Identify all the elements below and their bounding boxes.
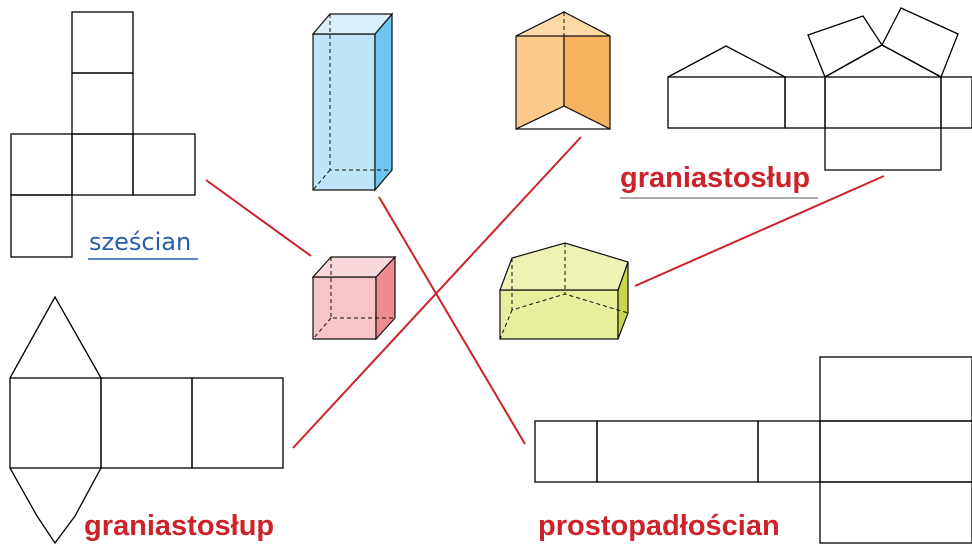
triangular-prism-solid: [515, 11, 611, 130]
match-line-cuboid: [378, 196, 526, 445]
cube-net: [10, 11, 196, 258]
pentagonal-prism-solid: [499, 242, 629, 340]
match-line-triangular-prism: [292, 136, 582, 449]
match-line-cube: [205, 179, 312, 257]
triangular-prism-label: graniastosłup: [84, 510, 275, 542]
matching-lines: [205, 136, 885, 449]
match-line-pentagonal-prism: [634, 175, 885, 287]
pentagonal-prism-label: graniastosłup: [620, 162, 811, 194]
tall-cuboid-solid: [311, 12, 394, 192]
pentagonal-prism-net: [667, 7, 972, 171]
cuboid-net: [534, 356, 972, 544]
cube-solid: [311, 255, 397, 341]
triangular-prism-net: [9, 295, 284, 545]
cube-label: sześcian: [89, 228, 192, 256]
cuboid-label: prostopadłościan: [538, 510, 780, 542]
